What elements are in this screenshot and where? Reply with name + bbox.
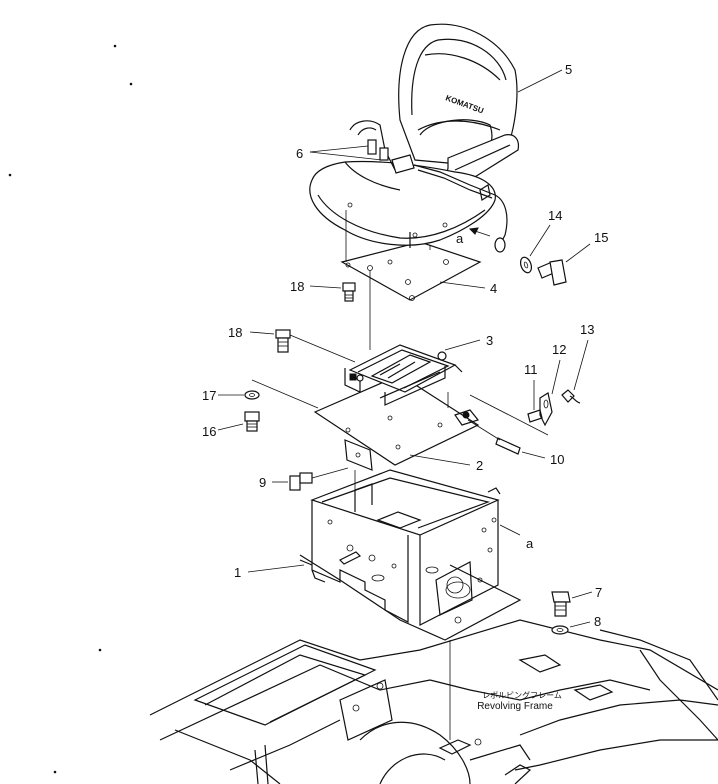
operator-seat: KOMATSU <box>309 23 520 253</box>
callout-6: 6 <box>296 146 303 161</box>
callout-2: 2 <box>476 458 483 473</box>
callout-11: 11 <box>524 362 538 377</box>
callout-9: 9 <box>259 475 266 490</box>
sub-plate <box>313 374 480 495</box>
bolt-15 <box>537 259 567 286</box>
callout-4: 4 <box>490 281 497 296</box>
callout-18-upper: 18 <box>290 279 304 294</box>
callout-18-lower: 18 <box>228 325 242 340</box>
lever-parts <box>527 389 581 427</box>
mounting-plate <box>299 554 522 740</box>
washer-17 <box>244 379 319 409</box>
callout-13: 13 <box>580 322 594 337</box>
bolt-16 <box>244 411 260 432</box>
bolt-7 <box>551 591 571 617</box>
callout-3: 3 <box>486 333 493 348</box>
seat-plate <box>340 241 482 350</box>
bolt-9 <box>289 467 349 491</box>
frame-label-jp: レボルビングフレーム <box>482 690 562 700</box>
bolt-18-lower <box>275 329 356 363</box>
callout-17: 17 <box>202 388 216 403</box>
callout-8: 8 <box>594 614 601 629</box>
callout-12: 12 <box>552 342 566 357</box>
frame-label-en: Revolving Frame <box>477 701 553 712</box>
slide-rail <box>344 344 463 406</box>
washer-14 <box>519 256 533 274</box>
callout-15: 15 <box>594 230 608 245</box>
seat-stand-box <box>299 469 501 626</box>
callout-1: 1 <box>234 565 241 580</box>
callout-16: 16 <box>202 424 216 439</box>
lever-linkage <box>454 409 521 455</box>
callout-14: 14 <box>548 208 562 223</box>
bolt-18-upper <box>342 282 356 302</box>
washer-8 <box>551 625 569 635</box>
callout-10: 10 <box>550 452 564 467</box>
callout-7: 7 <box>595 585 602 600</box>
revolving-frame: レボルビングフレーム Revolving Frame <box>149 619 718 784</box>
callout-5: 5 <box>565 62 572 77</box>
ref-label-a-upper: a <box>456 231 464 246</box>
ref-label-a-lower: a <box>526 536 534 551</box>
